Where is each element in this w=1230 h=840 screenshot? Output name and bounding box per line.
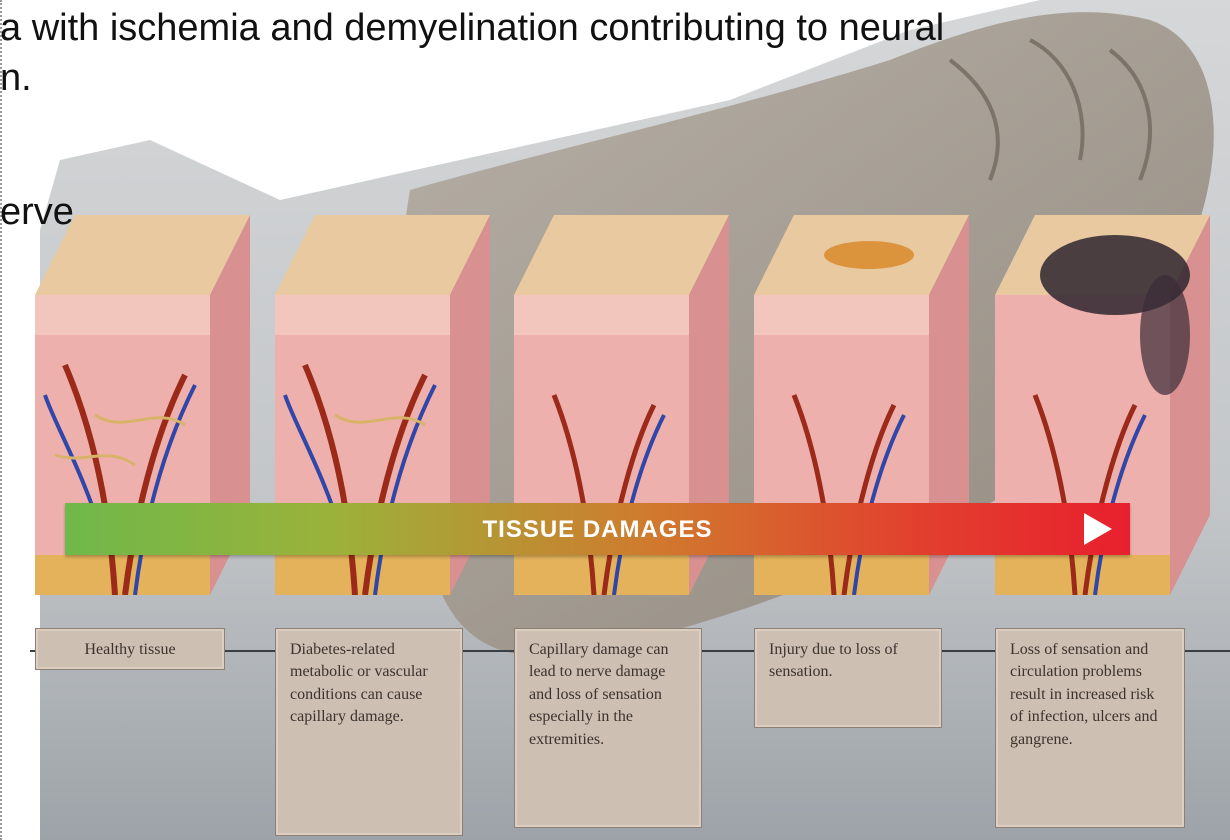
caption-capillary-condition: Diabetes-related metabolic or vascular c… bbox=[275, 628, 463, 836]
caption-healthy-tissue: Healthy tissue bbox=[35, 628, 225, 670]
slide-text-line-3: erve bbox=[0, 190, 74, 236]
caption-nerve-damage: Capillary damage can lead to nerve damag… bbox=[514, 628, 702, 828]
slide-text-line-2: n. bbox=[0, 56, 32, 102]
caption-gangrene: Loss of sensation and circulation proble… bbox=[995, 628, 1185, 828]
caption-injury: Injury due to loss of sensation. bbox=[754, 628, 942, 728]
slide-text-line-1: a with ischemia and demyelination contri… bbox=[0, 6, 944, 52]
tissue-damage-label: TISSUE DAMAGES bbox=[65, 516, 1130, 544]
arrow-right-icon bbox=[1084, 513, 1112, 545]
tissue-damage-bar: TISSUE DAMAGES bbox=[65, 503, 1130, 555]
slide-left-edge bbox=[0, 0, 6, 840]
